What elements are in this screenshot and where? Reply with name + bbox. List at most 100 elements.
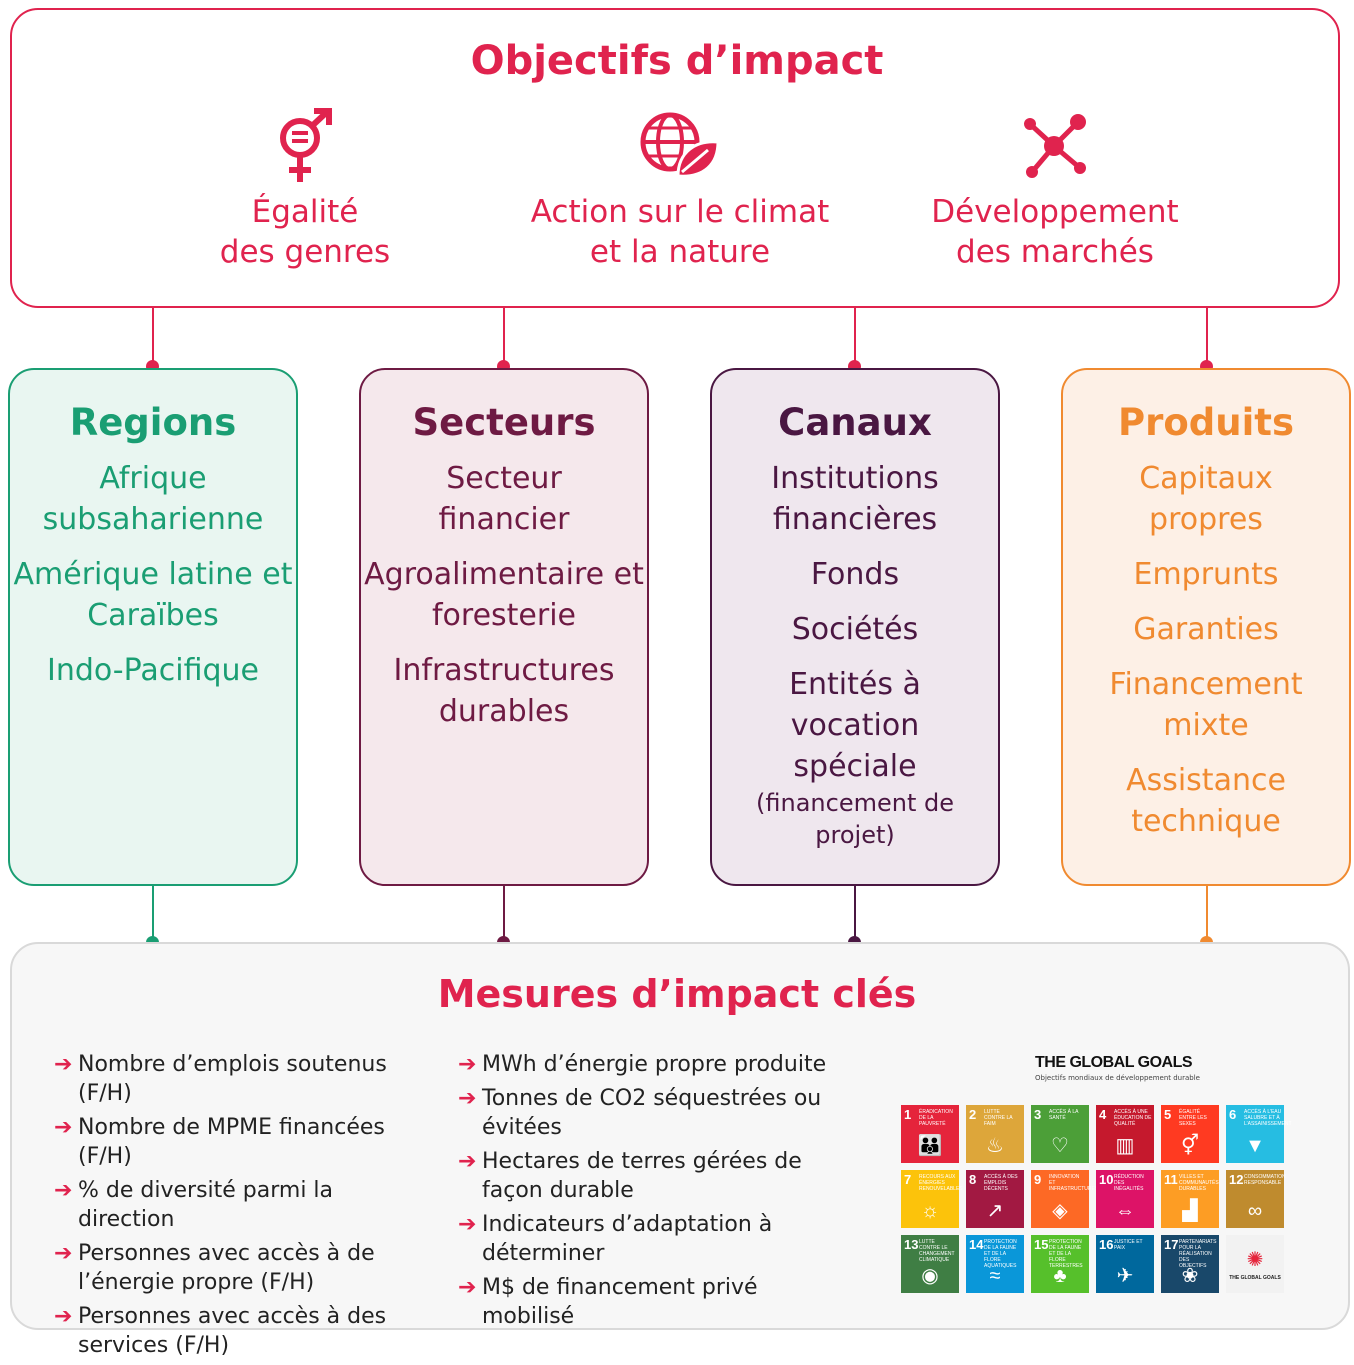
column-item: Capitaux propres [1139, 461, 1273, 537]
list-item: ➔Nombre d’emplois soutenus (F/H) [54, 1050, 444, 1108]
measures-list-right: ➔MWh d’énergie propre produite ➔Tonnes d… [458, 1050, 848, 1336]
measure-text: Personnes avec accès à des services (F/H… [78, 1304, 387, 1358]
sdg-number: 13 [904, 1237, 919, 1252]
sdg-label: ACCÈS À L’EAU SALUBRE ET À L’ASSAINISSEM… [1244, 1109, 1292, 1127]
column-item: Garanties [1133, 612, 1279, 647]
connector-line [1206, 308, 1208, 366]
list-item: ➔% de diversité parmi la direction [54, 1176, 378, 1234]
objective-line1: Développement [931, 194, 1179, 230]
sdg-icon: ◉ [921, 1265, 939, 1287]
sdg-number: 9 [1034, 1172, 1042, 1187]
sdg-label: PARTENARIATS POUR LA RÉALISATION DES OBJ… [1179, 1239, 1217, 1269]
sdg-number: 16 [1099, 1237, 1114, 1252]
list-item: ➔Hectares de terres gérées de façon dura… [458, 1147, 842, 1205]
list-item: ➔Tonnes de CO2 séquestrées ou évitées [458, 1084, 822, 1142]
sdg-label: THE GLOBAL GOALS [1229, 1275, 1281, 1281]
sdg-number: 2 [969, 1107, 977, 1122]
column-item: Indo-Pacifique [46, 653, 259, 688]
objective-line1: Action sur le climat [530, 194, 830, 230]
connector-line [152, 886, 154, 938]
measure-text: Tonnes de CO2 séquestrées ou évitées [482, 1086, 822, 1140]
sdg-icon: ❀ [1181, 1265, 1199, 1287]
list-item: ➔MWh d’énergie propre produite [458, 1050, 848, 1079]
objective-line2: des marchés [956, 234, 1154, 270]
sdg-number: 12 [1229, 1172, 1244, 1187]
column-item: Sociétés [791, 612, 919, 647]
sdg-label: ACCÈS À DES EMPLOIS DÉCENTS [984, 1174, 1018, 1192]
list-item: ➔Personnes avec accès à de l’énergie pro… [54, 1239, 398, 1297]
column-item: Afrique subsaharienne [42, 461, 264, 537]
objective-line2: des genres [219, 234, 391, 270]
connector-line [503, 886, 505, 938]
measures-list-left: ➔Nombre d’emplois soutenus (F/H) ➔Nombre… [54, 1050, 444, 1365]
sdg-label: ÉRADICATION DE LA PAUVRETÉ [919, 1109, 953, 1127]
sdg-tile: THE GLOBAL GOALS ✺ [1226, 1235, 1284, 1293]
column-item: Institutions financières [771, 461, 939, 537]
sdg-number: 3 [1034, 1107, 1042, 1122]
sdg-icon: ⇔ [1115, 1200, 1135, 1222]
arrow-right-icon: ➔ [458, 1086, 477, 1111]
arrow-right-icon: ➔ [54, 1241, 73, 1266]
key-impact-measures-title: Mesures d’impact clés [437, 972, 917, 1016]
sdg-label: INNOVATION ET INFRASTRUCTURES [1049, 1174, 1099, 1192]
measure-text: % de diversité parmi la direction [78, 1178, 334, 1232]
column-item: Financement mixte [1109, 667, 1303, 743]
sdg-tile: 9 INNOVATION ET INFRASTRUCTURES ◈ [1031, 1170, 1099, 1228]
sdg-number: 1 [904, 1107, 912, 1122]
column-item-note: (financement de projet) [756, 789, 954, 849]
sdg-icon: ◈ [1052, 1200, 1068, 1222]
sdg-icon: ♡ [1051, 1135, 1069, 1157]
connector-line [854, 308, 856, 366]
measure-text: Nombre d’emplois soutenus (F/H) [78, 1052, 387, 1106]
sdg-label: CONSOMMATION RESPONSABLE [1244, 1174, 1286, 1186]
objective-line2: et la nature [589, 234, 771, 270]
sdg-icon: ♨ [986, 1135, 1004, 1157]
sdg-icon: ≈ [989, 1265, 1001, 1287]
objective-market-development: Développement des marchés [900, 108, 1210, 272]
products-column: Produits Capitaux propres Emprunts Garan… [1061, 368, 1351, 886]
sectors-column: Secteurs Secteur financier Agroalimentai… [359, 368, 649, 886]
impact-objectives-title: Objectifs d’impact [470, 38, 884, 84]
arrow-right-icon: ➔ [54, 1052, 73, 1077]
arrow-right-icon: ➔ [54, 1115, 73, 1140]
network-icon [1024, 114, 1086, 178]
sdg-icon: ✺ [1246, 1249, 1264, 1271]
global-goals-title: THE GLOBAL GOALS [1035, 1054, 1193, 1071]
sdg-label: ÉGALITÉ ENTRE LES SEXES [1179, 1109, 1207, 1127]
connector-line [152, 308, 154, 366]
sdg-number: 8 [969, 1172, 977, 1187]
sdg-number: 5 [1164, 1107, 1172, 1122]
measure-text: MWh d’énergie propre produite [482, 1052, 827, 1077]
column-title: Secteurs [412, 401, 596, 444]
sdg-number: 4 [1099, 1107, 1107, 1122]
measure-text: Personnes avec accès à de l’énergie prop… [78, 1241, 375, 1295]
column-title: Produits [1117, 401, 1294, 444]
column-item: Amérique latine et Caraïbes [13, 557, 293, 633]
sdg-number: 10 [1099, 1172, 1114, 1187]
sdg-tile: 2 LUTTE CONTRE LA FAIM ♨ [966, 1105, 1024, 1163]
column-item: Emprunts [1133, 557, 1279, 592]
sdg-icon: ▥ [1115, 1135, 1135, 1157]
connector-line [854, 886, 856, 938]
sdg-label: ACCÈS À UNE ÉDUCATION DE QUALITÉ [1114, 1109, 1152, 1127]
arrow-right-icon: ➔ [458, 1212, 477, 1237]
sdg-label: LUTTE CONTRE LA FAIM [984, 1109, 1013, 1127]
sdg-label: RÉDUCTION DES INÉGALITÉS [1114, 1174, 1144, 1192]
measure-text: Nombre de MPME financées (F/H) [78, 1115, 385, 1169]
sdg-label: JUSTICE ET PAIX [1114, 1239, 1143, 1251]
sdg-label: VILLES ET COMMUNAUTÉS DURABLES [1179, 1174, 1219, 1192]
column-item: Entités à vocation spéciale (financement… [712, 664, 998, 851]
sdg-icon: ♣ [1053, 1265, 1067, 1287]
column-title: Regions [69, 401, 237, 444]
list-item: ➔Nombre de MPME financées (F/H) [54, 1113, 444, 1171]
connector-line [1206, 886, 1208, 938]
sdg-label: ACCÈS À LA SANTÉ [1049, 1109, 1079, 1121]
arrow-right-icon: ➔ [458, 1149, 477, 1174]
